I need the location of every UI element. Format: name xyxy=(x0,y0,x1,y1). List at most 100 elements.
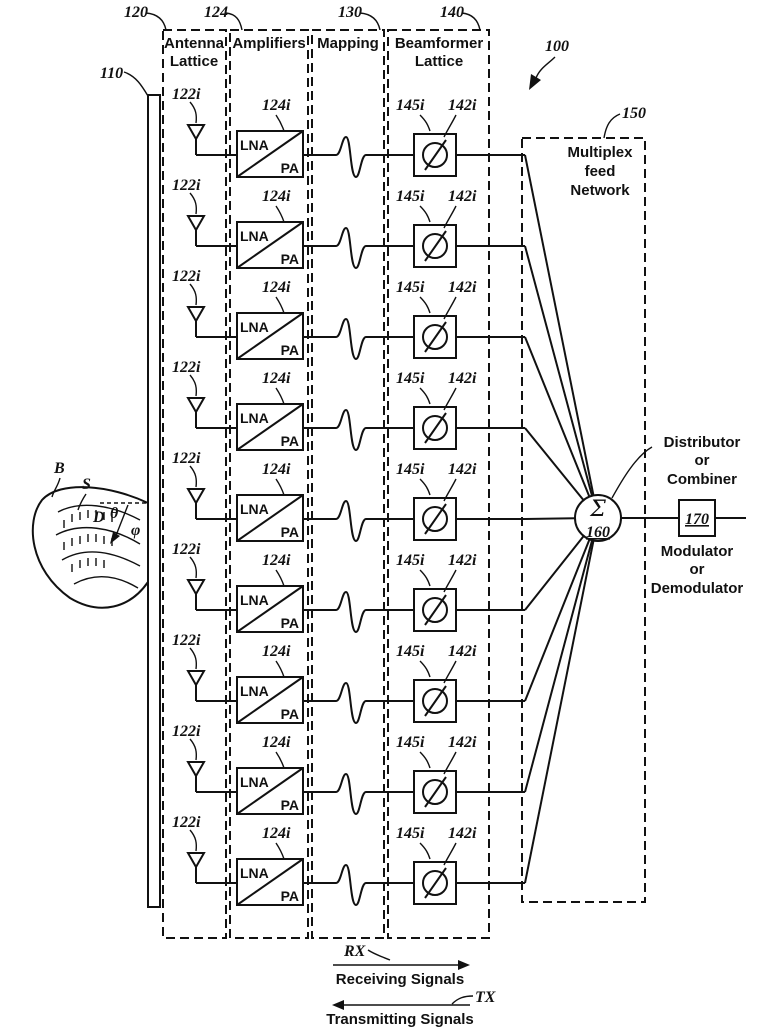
beam-label-s-leader xyxy=(77,493,87,511)
phase-shifter-ref: 145i xyxy=(396,825,425,842)
phase-shifter-ref: 145i xyxy=(396,279,425,296)
modulator-box xyxy=(678,499,716,537)
antenna-element xyxy=(186,397,206,415)
mapping-line xyxy=(303,772,414,816)
section-ref-mapping-leader xyxy=(359,12,381,31)
beam-pattern xyxy=(31,486,149,609)
phase-shifter-ref-leader xyxy=(419,478,431,496)
amplifier-diagonal xyxy=(236,312,304,360)
feed-network-title-line2: feed xyxy=(585,163,616,180)
amplifier-ref-leader xyxy=(275,114,285,132)
phase-shifter-slash xyxy=(424,503,447,535)
weight-ref-leader xyxy=(443,842,457,866)
beam-label-s: S xyxy=(82,476,91,493)
element-ref: 122i xyxy=(172,450,201,467)
antenna-element xyxy=(186,579,206,597)
feed-line xyxy=(524,540,595,884)
amplifier-lna-label: LNA xyxy=(240,501,269,517)
amplifier-pa-label: PA xyxy=(281,160,299,176)
section-title-antenna-line2: Lattice xyxy=(170,53,218,70)
section-ref-antenna-leader xyxy=(145,12,167,31)
mapping-box xyxy=(311,29,385,939)
combiner-label-line3: Combiner xyxy=(667,471,737,488)
amplifier-diagonal xyxy=(236,494,304,542)
element-ref-leader xyxy=(189,465,198,488)
amplifier-ref-leader xyxy=(275,569,285,587)
feed-line xyxy=(524,427,585,501)
amplifier-ref: 124i xyxy=(262,279,291,296)
weight-ref: 142i xyxy=(448,97,477,114)
feed-network-ref: 150 xyxy=(622,105,646,122)
amplifier-ref-leader xyxy=(275,205,285,223)
phase-shifter-slash xyxy=(424,867,447,899)
modulator-label-line3: Demodulator xyxy=(651,580,744,597)
amplifier-ref-leader xyxy=(275,842,285,860)
section-title-beamformer-line2: Lattice xyxy=(415,53,463,70)
amplifier-ref: 124i xyxy=(262,188,291,205)
weight-ref-leader xyxy=(443,205,457,229)
combiner-label-line2: or xyxy=(695,452,710,469)
amplifier-lna-label: LNA xyxy=(240,319,269,335)
phase-shifter-circle xyxy=(422,415,448,441)
phase-shifter-circle xyxy=(422,233,448,259)
element-ref-leader xyxy=(189,192,198,215)
beam-label-b: B xyxy=(53,460,65,477)
phase-shifter-ref-leader xyxy=(419,842,431,860)
feed-line xyxy=(524,517,576,520)
element-ref-leader xyxy=(189,647,198,670)
amplifier-diagonal xyxy=(236,130,304,178)
rx-tag-leader xyxy=(367,949,391,961)
weight-ref-leader xyxy=(443,114,457,138)
phase-shifter-ref-leader xyxy=(419,569,431,587)
amplifier-diagonal xyxy=(236,858,304,906)
section-ref-amplifiers-leader xyxy=(225,12,243,31)
amplifier-diagonal xyxy=(236,676,304,724)
phase-shifter-ref: 145i xyxy=(396,552,425,569)
element-ref: 122i xyxy=(172,723,201,740)
antenna-element xyxy=(186,852,206,870)
amplifier-ref-leader xyxy=(275,660,285,678)
element-ref: 122i xyxy=(172,177,201,194)
amplifier-ref-leader xyxy=(275,478,285,496)
section-ref-beamformer: 140 xyxy=(440,4,464,21)
phase-shifter-slash xyxy=(424,685,447,717)
amplifier-ref-leader xyxy=(275,751,285,769)
weight-ref-leader xyxy=(443,569,457,593)
phase-shifter-circle xyxy=(422,506,448,532)
amplifier-pa-label: PA xyxy=(281,888,299,904)
element-ref-leader xyxy=(189,283,198,306)
mapping-line xyxy=(303,135,414,179)
weight-ref-leader xyxy=(443,751,457,775)
phase-shifter-slash xyxy=(424,776,447,808)
mapping-line xyxy=(303,863,414,907)
beam-label-theta: θ xyxy=(110,505,119,522)
feed-line xyxy=(524,539,591,702)
rx-arrowhead xyxy=(458,960,470,970)
amplifier-ref: 124i xyxy=(262,825,291,842)
phase-shifter-ref-leader xyxy=(419,114,431,132)
feed-network-ref-leader xyxy=(603,113,621,139)
amplifier-pa-label: PA xyxy=(281,433,299,449)
phase-shifter-ref: 145i xyxy=(396,370,425,387)
phase-shifter-ref: 145i xyxy=(396,643,425,660)
amplifier-ref: 124i xyxy=(262,370,291,387)
weight-ref: 142i xyxy=(448,825,477,842)
phase-shifter-ref: 145i xyxy=(396,188,425,205)
element-ref: 122i xyxy=(172,268,201,285)
antenna-lattice-box xyxy=(162,29,227,939)
combiner-label-leader xyxy=(611,446,653,499)
antenna-element xyxy=(186,215,206,233)
element-ref: 122i xyxy=(172,632,201,649)
amplifier-ref-leader xyxy=(275,387,285,405)
combiner-ref: 160 xyxy=(586,524,610,541)
array-plane xyxy=(147,94,161,908)
element-ref: 122i xyxy=(172,541,201,558)
section-ref-antenna: 120 xyxy=(124,4,148,21)
phase-shifter-circle xyxy=(422,324,448,350)
element-ref: 122i xyxy=(172,359,201,376)
array-ref-leader xyxy=(123,71,149,97)
phase-shifter-circle xyxy=(422,142,448,168)
weight-ref: 142i xyxy=(448,461,477,478)
weight-ref-leader xyxy=(443,660,457,684)
mapping-line xyxy=(303,226,414,270)
